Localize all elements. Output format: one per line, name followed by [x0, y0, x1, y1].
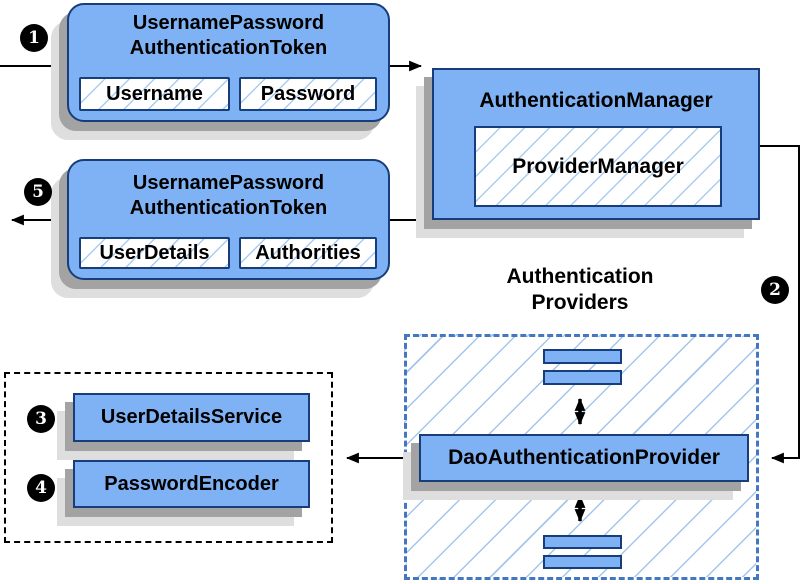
provider-manager-label: ProviderManager: [512, 154, 684, 178]
step-badge-4-number: 4: [35, 478, 47, 498]
title-line1: UsernamePassword: [132, 12, 325, 34]
step-badge-1-number: 1: [28, 28, 40, 48]
providers-label-line2: Providers: [531, 291, 629, 314]
field-user-details-label: UserDetails: [99, 241, 210, 264]
step-badge-4: 4: [27, 474, 55, 502]
title-line2: AuthenticationToken: [129, 37, 328, 59]
node-dao-authentication-provider: DaoAuthenticationProvider: [419, 434, 749, 482]
step-badge-5-number: 5: [32, 182, 44, 202]
dao-authentication-provider-label: DaoAuthenticationProvider: [448, 446, 720, 469]
node-title: UsernamePassword AuthenticationToken: [69, 171, 388, 221]
provider-stack-bar: [543, 535, 622, 549]
provider-stack-bar: [543, 555, 622, 569]
step-badge-2: 2: [761, 276, 789, 304]
provider-stack-bar: [543, 349, 622, 364]
step-badge-1: 1: [20, 24, 48, 52]
title-line2: AuthenticationToken: [129, 197, 328, 219]
node-authentication-manager: AuthenticationManager ProviderManager: [432, 68, 760, 220]
user-details-service-label: UserDetailsService: [100, 406, 283, 428]
field-authorities-label: Authorities: [255, 241, 361, 264]
title-line1: UsernamePassword: [132, 172, 325, 194]
field-username: Username: [79, 77, 230, 111]
password-encoder-label: PasswordEncoder: [104, 472, 279, 495]
node-username-password-token-request: UsernamePassword AuthenticationToken Use…: [67, 3, 390, 122]
authentication-providers-label: Authentication Providers: [455, 264, 705, 316]
node-password-encoder: PasswordEncoder: [73, 460, 310, 508]
step-badge-3-number: 3: [35, 409, 47, 429]
providers-label-line1: Authentication: [506, 265, 654, 288]
step-badge-5: 5: [24, 178, 52, 206]
field-username-label: Username: [106, 82, 203, 105]
field-password: Password: [239, 77, 377, 111]
node-user-details-service: UserDetailsService: [73, 393, 310, 442]
step-badge-2-number: 2: [769, 280, 781, 300]
connector-authmanager-to-dao: [760, 145, 800, 464]
field-authorities: Authorities: [239, 237, 377, 269]
field-password-label: Password: [260, 82, 356, 105]
authentication-manager-title: AuthenticationManager: [479, 89, 713, 112]
node-title: UsernamePassword AuthenticationToken: [69, 11, 388, 61]
provider-stack-bar: [543, 370, 622, 385]
node-username-password-token-response: UsernamePassword AuthenticationToken Use…: [67, 159, 390, 280]
field-user-details: UserDetails: [79, 237, 230, 269]
node-provider-manager: ProviderManager: [474, 126, 722, 207]
step-badge-3: 3: [27, 405, 55, 433]
